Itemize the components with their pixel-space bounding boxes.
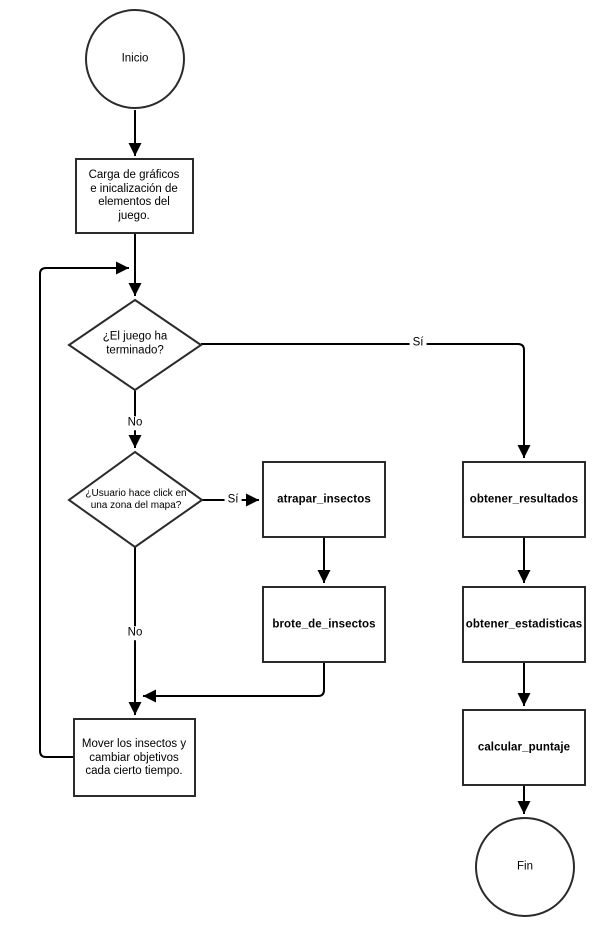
brote-de-insectos-shape — [262, 586, 386, 663]
calcular-puntaje-label: calcular_puntaje — [477, 741, 571, 754]
edge-label-no-terminado: No — [124, 416, 146, 430]
label-line: Mover los insectos y — [81, 737, 187, 750]
label-line: una zona del mapa? — [90, 500, 182, 511]
label-line: juego. — [118, 209, 150, 222]
obtener-resultados-label: obtener_resultados — [469, 493, 579, 506]
user-click-decision-label: ¿Usuario hace click en una zona del mapa… — [85, 488, 186, 512]
edge-label-si-click: Sí — [224, 493, 242, 507]
label-line: cambiar objetivos — [89, 751, 179, 764]
end-terminal-label: Fin — [517, 860, 533, 873]
label-line: ¿Usuario hace click en — [85, 488, 187, 499]
obtener-resultados-shape — [462, 461, 586, 538]
edge-brote-to-merge — [143, 662, 325, 703]
obtener-estadisticas-label: obtener_estadisticas — [465, 618, 583, 631]
edge-label-no-click: No — [124, 626, 146, 640]
label-line: Carga de gráficos — [88, 169, 180, 181]
edge-decision1-si — [201, 343, 531, 458]
game-over-decision-shape — [67, 298, 203, 392]
atrapar-insectos-label: atrapar_insectos — [277, 493, 371, 506]
start-terminal-shape — [85, 9, 185, 109]
edge-label-si-terminado: Sí — [409, 336, 427, 350]
user-click-decision-shape — [67, 450, 204, 549]
label-line: ¿El juego ha — [102, 330, 168, 343]
end-terminal-shape — [475, 817, 575, 917]
edge-loop-back — [39, 261, 129, 758]
brote-de-insectos-label: brote_de_insectos — [272, 618, 376, 631]
label-line: elementos del — [98, 196, 170, 208]
label-line: terminado? — [106, 344, 164, 356]
calcular-puntaje-shape — [462, 709, 586, 786]
mover-insectos-label: Mover los insectos y cambiar objetivos c… — [82, 738, 186, 779]
label-line: e inicalización de — [90, 182, 178, 195]
label-line: cada cierto tiempo. — [85, 764, 183, 777]
obtener-estadisticas-shape — [462, 586, 586, 663]
init-process-shape — [75, 158, 194, 234]
start-terminal-label: Inicio — [121, 52, 149, 65]
atrapar-insectos-shape — [262, 461, 386, 538]
init-process-label: Carga de gráficos e inicalización de ele… — [89, 169, 180, 223]
mover-insectos-shape — [73, 718, 196, 797]
game-over-decision-label: ¿El juego ha terminado? — [103, 331, 168, 358]
